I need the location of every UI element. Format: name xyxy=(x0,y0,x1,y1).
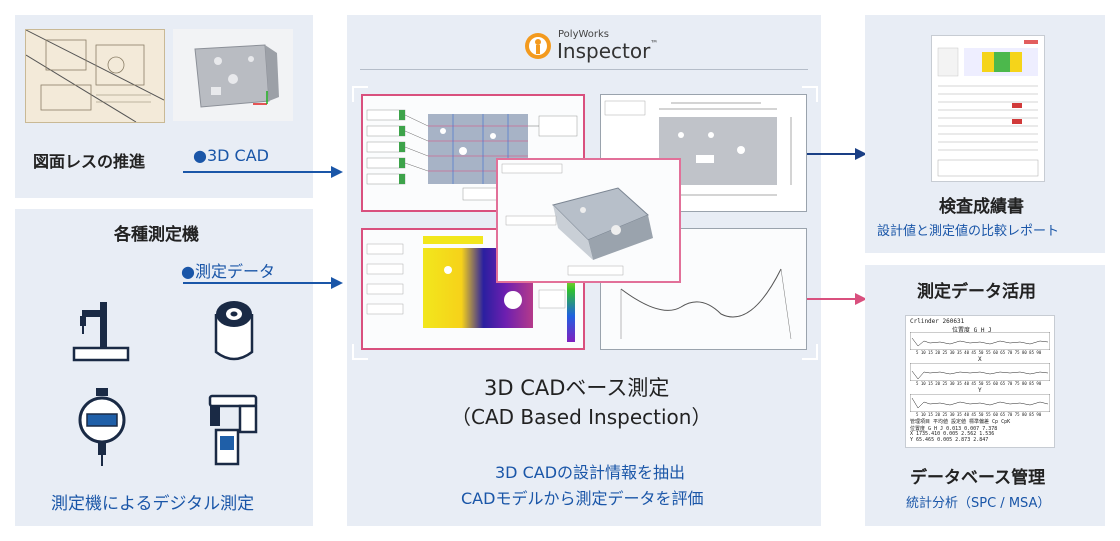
measure-data-arrow-icon xyxy=(183,277,343,289)
report-thumbnail xyxy=(931,35,1045,182)
report-subtitle: 設計値と測定値の比較レポート xyxy=(877,224,1060,239)
database-subtitle: 統計分析（SPC / MSA） xyxy=(906,496,1051,511)
logo-big-text: Inspector™ xyxy=(557,39,658,63)
spc-row-label-2: X xyxy=(978,356,982,363)
spc-row-label-3: Y xyxy=(978,387,982,394)
digital-measure-label: 測定機によるデジタル測定 xyxy=(51,494,255,514)
logo-divider xyxy=(360,69,808,70)
spc-table-row-1: 位置度 G H J 0.013 0.007 7.378 xyxy=(910,426,998,432)
usage-arrow-icon xyxy=(807,293,867,305)
frame-corner-tl xyxy=(352,86,368,102)
spc-axis-3: 5 10 15 20 25 30 35 40 45 50 55 60 65 70… xyxy=(916,412,1042,417)
height-gauge-icon xyxy=(72,302,130,362)
spc-table-row-2: X 1735.410 0.005 2.562 1.536 xyxy=(910,431,995,437)
inspection-screenshot-dimensions xyxy=(600,94,807,212)
logo-small-text: PolyWorks xyxy=(558,29,610,40)
paper-drawing-thumbnail xyxy=(25,29,165,123)
spc-axis-2: 5 10 15 20 25 30 35 40 45 50 55 60 65 70… xyxy=(916,381,1042,386)
usage-title: 測定データ活用 xyxy=(917,282,1036,302)
drawingless-label: 図面レスの推進 xyxy=(33,152,146,171)
spc-chart-thumbnail: Crlinder 260631 位置度 G H J 5 10 15 20 25 … xyxy=(905,315,1055,448)
database-title: データベース管理 xyxy=(910,468,1046,488)
logo-trademark: ™ xyxy=(650,39,659,48)
frame-corner-bl xyxy=(352,344,368,360)
spc-table-row-3: Y 65.465 0.005 2.873 2.847 xyxy=(910,437,989,443)
devices-title: 各種測定機 xyxy=(114,225,199,245)
cad-tag: ●3D CAD xyxy=(193,146,269,165)
report-arrow-icon xyxy=(807,148,867,160)
center-desc-line2: CADモデルから測定データを評価 xyxy=(461,489,704,508)
micrometer-icon xyxy=(208,394,258,466)
frame-corner-br xyxy=(802,344,818,360)
cad-model-thumbnail xyxy=(173,29,293,121)
dial-indicator-icon xyxy=(78,388,126,466)
logo-inspector: Inspector xyxy=(557,39,651,63)
report-title: 検査成績書 xyxy=(939,197,1024,217)
inspection-screenshot-3d-part xyxy=(496,158,681,283)
center-title-line1: 3D CADベース測定 xyxy=(484,376,670,400)
measure-data-tag: ●測定データ xyxy=(181,262,275,281)
center-title-line2: （CAD Based Inspection） xyxy=(451,405,712,429)
cad-arrow-icon xyxy=(183,166,343,178)
left-bottom-panel xyxy=(15,209,313,526)
ring-gauge-icon xyxy=(214,301,254,361)
polyworks-logo-icon xyxy=(525,33,551,59)
spc-row-label-1: 位置度 G H J xyxy=(952,327,992,334)
spc-axis-1: 5 10 15 20 25 30 35 40 45 50 55 60 65 70… xyxy=(916,350,1042,355)
frame-corner-tr xyxy=(802,86,818,102)
spc-table-head: 管理項目 平均値 設定値 標準偏差 Cp CpK xyxy=(910,419,1011,425)
spc-chart-header: Crlinder 260631 xyxy=(910,318,965,325)
center-desc-line1: 3D CADの設計情報を抽出 xyxy=(495,463,686,482)
